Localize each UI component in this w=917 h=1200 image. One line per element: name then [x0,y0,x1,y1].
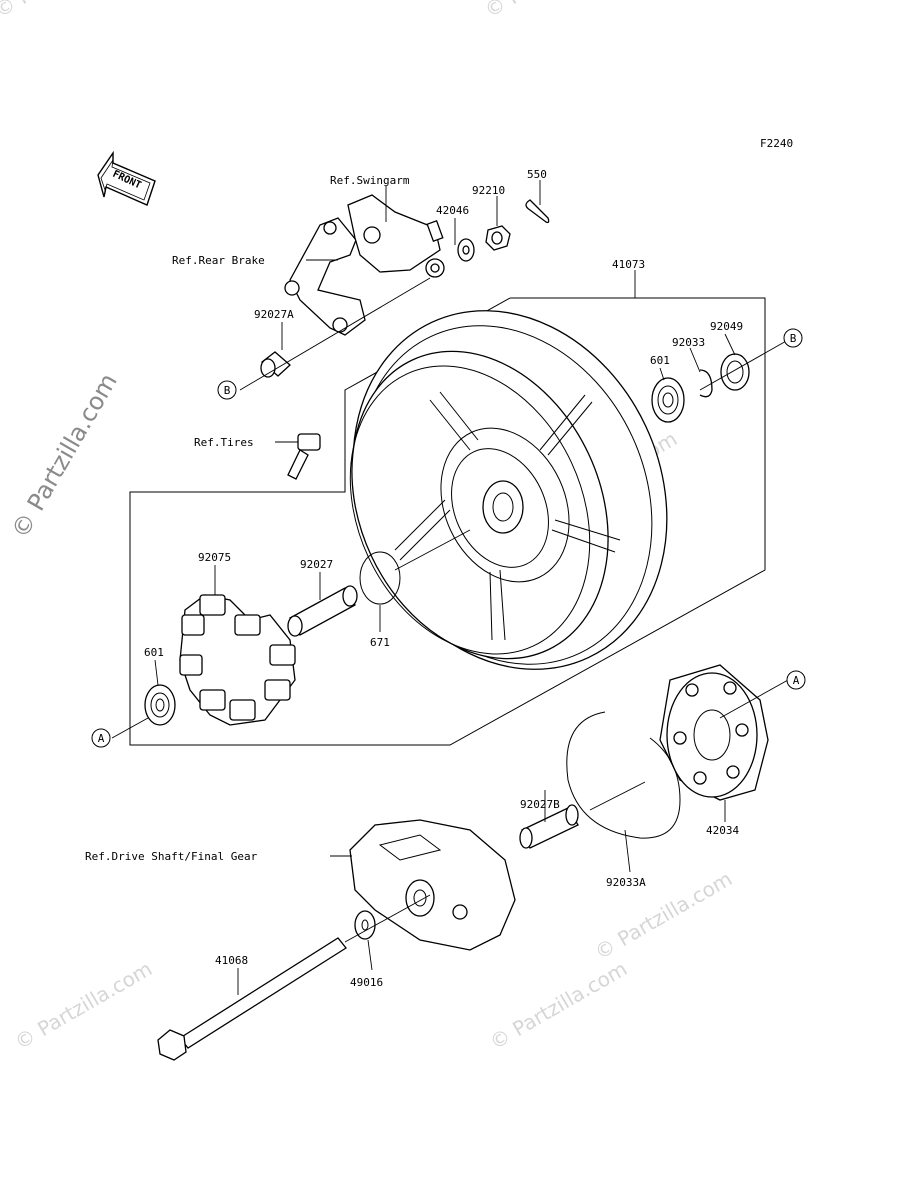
ref-rear-brake-label: Ref.Rear Brake [172,254,265,267]
o-ring-671 [359,551,401,605]
valve-stem [287,433,321,480]
ref-swingarm-label: Ref.Swingarm [330,174,410,187]
part-number-92027a: 92027A [254,308,294,321]
part-number-42034: 42034 [706,824,739,837]
damper-92075 [179,594,296,726]
callout-label: B [790,332,797,345]
part-labels: Ref.Swingarm Ref.Rear Brake Ref.Tires Re… [85,168,743,989]
circlip-92033a [566,711,681,839]
part-number-42046: 42046 [436,204,469,217]
callout-a-right: A [786,670,806,690]
bearing-601-top [651,377,685,423]
figure-code: F2240 [760,137,793,150]
bearing-601-left [144,684,176,726]
callout-label: B [224,384,231,397]
part-number-92075: 92075 [198,551,231,564]
part-number-92049: 92049 [710,320,743,333]
circlip-92033 [699,369,713,398]
callout-label: A [98,732,105,745]
part-number-550: 550 [527,168,547,181]
watermark: © Partzilla.com [481,0,627,22]
callout-b-right: B [783,328,803,348]
part-number-92027: 92027 [300,558,333,571]
watermark: © Partzilla.com [0,0,136,22]
nut-92210 [485,225,511,251]
rear-wheel-41073 [349,310,668,670]
part-number-601-top: 601 [650,354,670,367]
front-arrow-icon: FRONT [97,150,156,206]
watermark: © Partzilla.com [486,956,632,1054]
flange-42034 [659,664,769,801]
callout-a-left: A [91,728,111,748]
part-number-92210: 92210 [472,184,505,197]
side-watermark: © Partzilla.com [6,369,123,543]
part-number-92033: 92033 [672,336,705,349]
watermark: © Partzilla.com [11,956,157,1054]
callout-b-left: B [217,380,237,400]
part-number-671: 671 [370,636,390,649]
part-number-92027b: 92027B [520,798,560,811]
cotter-pin-550 [525,199,550,224]
axle-41068 [157,937,347,1061]
part-number-49016: 49016 [350,976,383,989]
ref-drive-shaft-label: Ref.Drive Shaft/Final Gear [85,850,258,863]
wheel-assembly-outline [129,297,766,746]
final-gear-case [349,819,516,951]
part-number-41068: 41068 [215,954,248,967]
part-number-92033a: 92033A [606,876,646,889]
leader-lines [111,180,789,995]
collar-92027a [260,351,291,378]
spacer-92027 [287,585,358,637]
part-number-601-left: 601 [144,646,164,659]
spacer-92027b [519,804,579,849]
brake-bracket [284,194,445,336]
callout-label: A [793,674,800,687]
part-number-41073: 41073 [612,258,645,271]
seal-92049 [720,353,750,391]
ref-tires-label: Ref.Tires [194,436,254,449]
